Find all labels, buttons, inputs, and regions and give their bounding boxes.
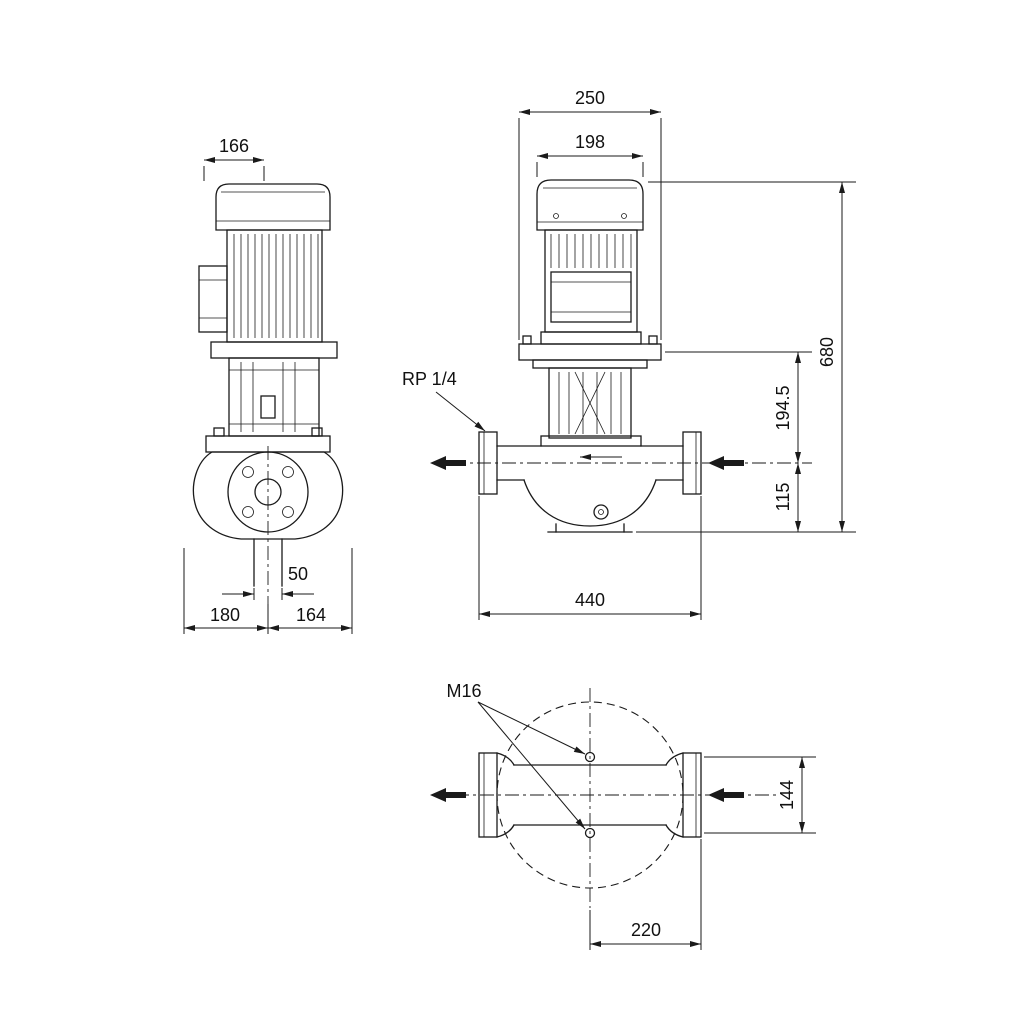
side-motor-fins [550, 234, 632, 268]
side-dim-total-height-label: 680 [817, 337, 837, 367]
front-dim-top-width-label: 166 [219, 136, 249, 156]
side-mounting-plate [518, 335, 662, 369]
top-dim-half-length: 220 [589, 839, 702, 950]
front-dim-port-label: 50 [288, 564, 308, 584]
side-view: 250 198 [402, 88, 856, 620]
top-left-flange [478, 752, 498, 838]
terminal-box [198, 265, 228, 333]
flow-arrow-in-top [708, 788, 744, 802]
flow-arrow-in [708, 456, 744, 470]
drain-plug [593, 504, 609, 520]
side-dim-plate-width-label: 250 [575, 88, 605, 108]
side-dim-mid-height-label: 194.5 [773, 385, 793, 430]
front-motor [198, 183, 338, 359]
motor-nameplate [550, 271, 632, 323]
side-dim-motor-width-label: 198 [575, 132, 605, 152]
top-pipe [478, 751, 702, 839]
top-dim-depth: 144 [704, 756, 816, 834]
front-motor-fins [233, 234, 319, 338]
flange-bolt-hole [282, 506, 294, 518]
side-dim-plate-width: 250 [518, 88, 662, 340]
thread-label: M16 [446, 681, 481, 701]
tapping-label: RP 1/4 [402, 369, 457, 389]
front-view: 166 50 180 164 [183, 136, 353, 634]
side-motor [536, 179, 644, 345]
flange-bolt-hole [242, 466, 254, 478]
top-dim-half-length-label: 220 [631, 920, 661, 940]
flow-arrow-out-top [430, 788, 466, 802]
thread-callout: M16 [446, 681, 586, 830]
side-dim-length-label: 440 [575, 590, 605, 610]
side-dim-port-height-label: 115 [773, 483, 793, 512]
top-right-flange [682, 752, 702, 838]
front-lantern [228, 357, 320, 437]
side-lantern [548, 367, 632, 439]
tapping-callout: RP 1/4 [402, 369, 486, 432]
front-dim-top-width: 166 [203, 136, 265, 181]
top-dim-depth-label: 144 [777, 780, 797, 810]
flow-arrow-out [430, 456, 466, 470]
top-view: M16 144 220 [430, 681, 816, 950]
side-pump-casing [478, 431, 702, 533]
front-dim-base-right-label: 164 [296, 605, 326, 625]
front-dim-port: 50 [222, 564, 314, 600]
flange-bolt-hole [242, 506, 254, 518]
front-dim-base: 180 164 [183, 548, 353, 634]
front-dim-base-left-label: 180 [210, 605, 240, 625]
side-dim-motor-width: 198 [536, 132, 644, 177]
m16-tapping-bottom [584, 827, 596, 839]
flange-bolt-hole [282, 466, 294, 478]
coupling-window [260, 395, 276, 419]
side-dim-length: 440 [478, 496, 702, 620]
side-dim-total-height: 680 [648, 181, 856, 532]
side-dim-mid-height: 194.5 [665, 351, 812, 463]
m16-tapping-top [584, 751, 596, 763]
side-dim-port-height: 115 [636, 463, 856, 533]
